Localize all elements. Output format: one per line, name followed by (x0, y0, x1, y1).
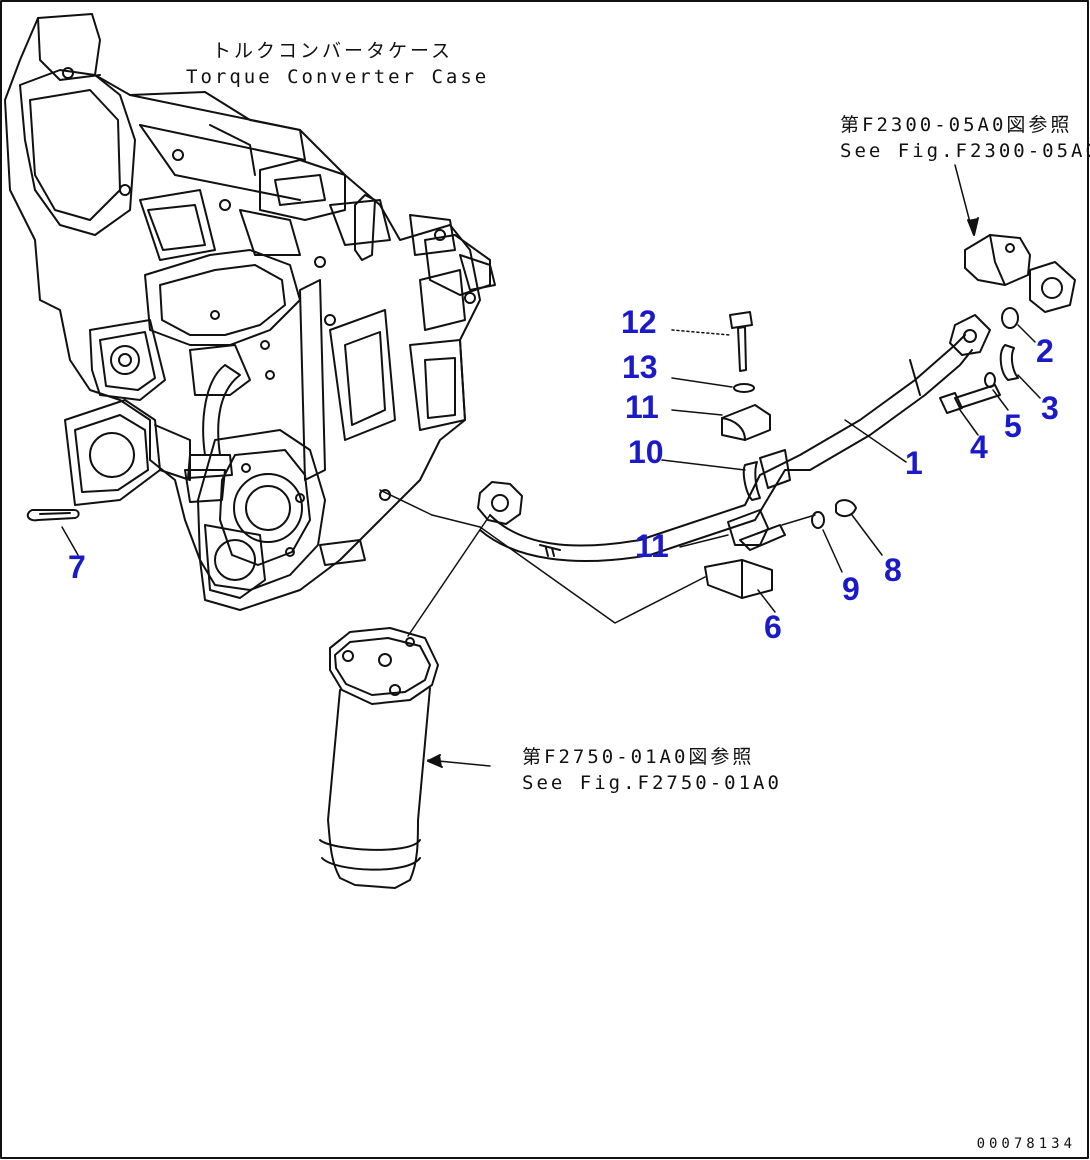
callout-3: 3 (1041, 390, 1059, 426)
callout-4: 4 (970, 429, 988, 465)
part-11-upper-clamp (671, 404, 771, 441)
part-11-lower-clamp (679, 509, 786, 551)
part-5-washer (984, 372, 1009, 411)
part-12-bolt (671, 311, 753, 372)
callout-13: 13 (622, 349, 658, 385)
callout-10: 10 (628, 434, 664, 470)
reference-label-2-en: See Fig.F2750-01A0 (522, 772, 782, 794)
part-9-washer (811, 511, 843, 573)
part-4-bolt (939, 384, 1001, 436)
part-2-o-ring (1001, 307, 1036, 343)
reference-label-1-en: See Fig.F2300-05A0 (840, 140, 1090, 162)
reference-fitting (954, 164, 1076, 313)
drawing-number: 00078134 (976, 1136, 1076, 1152)
torque-converter-case (4, 13, 496, 611)
part-3-half-flange (999, 344, 1041, 399)
torque-converter-case-label-jp: トルクコンバータケース (212, 40, 454, 62)
torque-converter-case-label-en: Torque Converter Case (186, 66, 490, 88)
callout-5: 5 (1004, 408, 1022, 444)
oil-filter (319, 514, 491, 889)
callout-11-upper: 11 (625, 389, 659, 425)
part-8-grommet (835, 499, 883, 556)
part-6-bracket (704, 559, 776, 613)
callout-8: 8 (884, 552, 902, 588)
callout-2: 2 (1036, 333, 1054, 369)
callout-1: 1 (905, 445, 923, 481)
part-7-clip (26, 509, 80, 556)
callout-12: 12 (621, 304, 657, 340)
callout-9: 9 (842, 571, 860, 607)
part-1-pipe (477, 314, 991, 562)
callout-6: 6 (764, 609, 782, 645)
part-13-washer (671, 377, 755, 393)
callout-7: 7 (68, 549, 86, 585)
callout-11-lower: 11 (635, 528, 669, 564)
reference-label-1-jp: 第F2300-05A0図参照 (840, 114, 1073, 136)
reference-label-2-jp: 第F2750-01A0図参照 (522, 746, 755, 768)
